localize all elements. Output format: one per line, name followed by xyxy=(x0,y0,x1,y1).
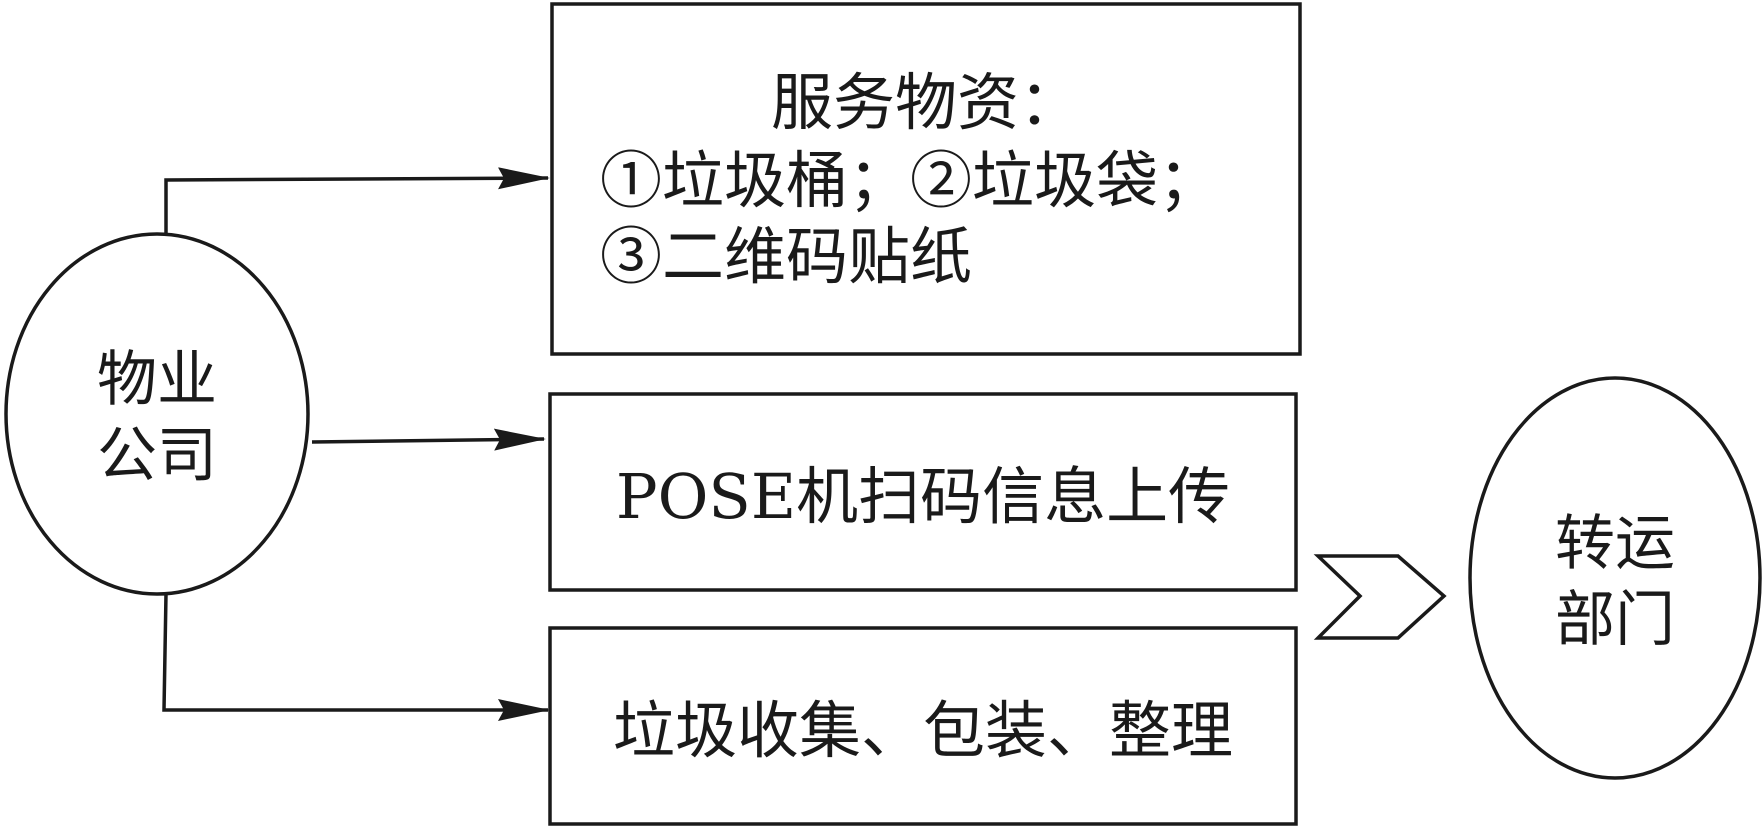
supplies-items-line: ①垃圾桶；②垃圾袋； xyxy=(600,144,1220,217)
left-node-ellipse: 物业 公司 xyxy=(4,232,310,596)
connector-to-collect xyxy=(162,593,550,721)
connector-to-supplies xyxy=(164,167,550,236)
scan-box: POSE机扫码信息上传 xyxy=(548,392,1298,592)
supplies-qr-line: ③二维码贴纸 xyxy=(600,220,972,293)
left-node-label-line1: 物业 xyxy=(97,345,217,415)
collect-label: 垃圾收集、包装、整理 xyxy=(613,694,1233,767)
supplies-title: 服务物资： xyxy=(771,66,1081,139)
left-node-label-line2: 公司 xyxy=(97,421,217,491)
right-node-label-line1: 转运 xyxy=(1555,509,1675,579)
connector-to-scan xyxy=(311,428,546,451)
supplies-box: 服务物资： ①垃圾桶；②垃圾袋； ③二维码贴纸 xyxy=(550,2,1302,356)
right-node-ellipse: 转运 部门 xyxy=(1468,376,1762,780)
scan-label: POSE机扫码信息上传 xyxy=(616,460,1230,533)
collect-box: 垃圾收集、包装、整理 xyxy=(548,626,1298,826)
chevron-arrow-icon xyxy=(1313,554,1447,640)
right-node-label-line2: 部门 xyxy=(1555,585,1675,655)
